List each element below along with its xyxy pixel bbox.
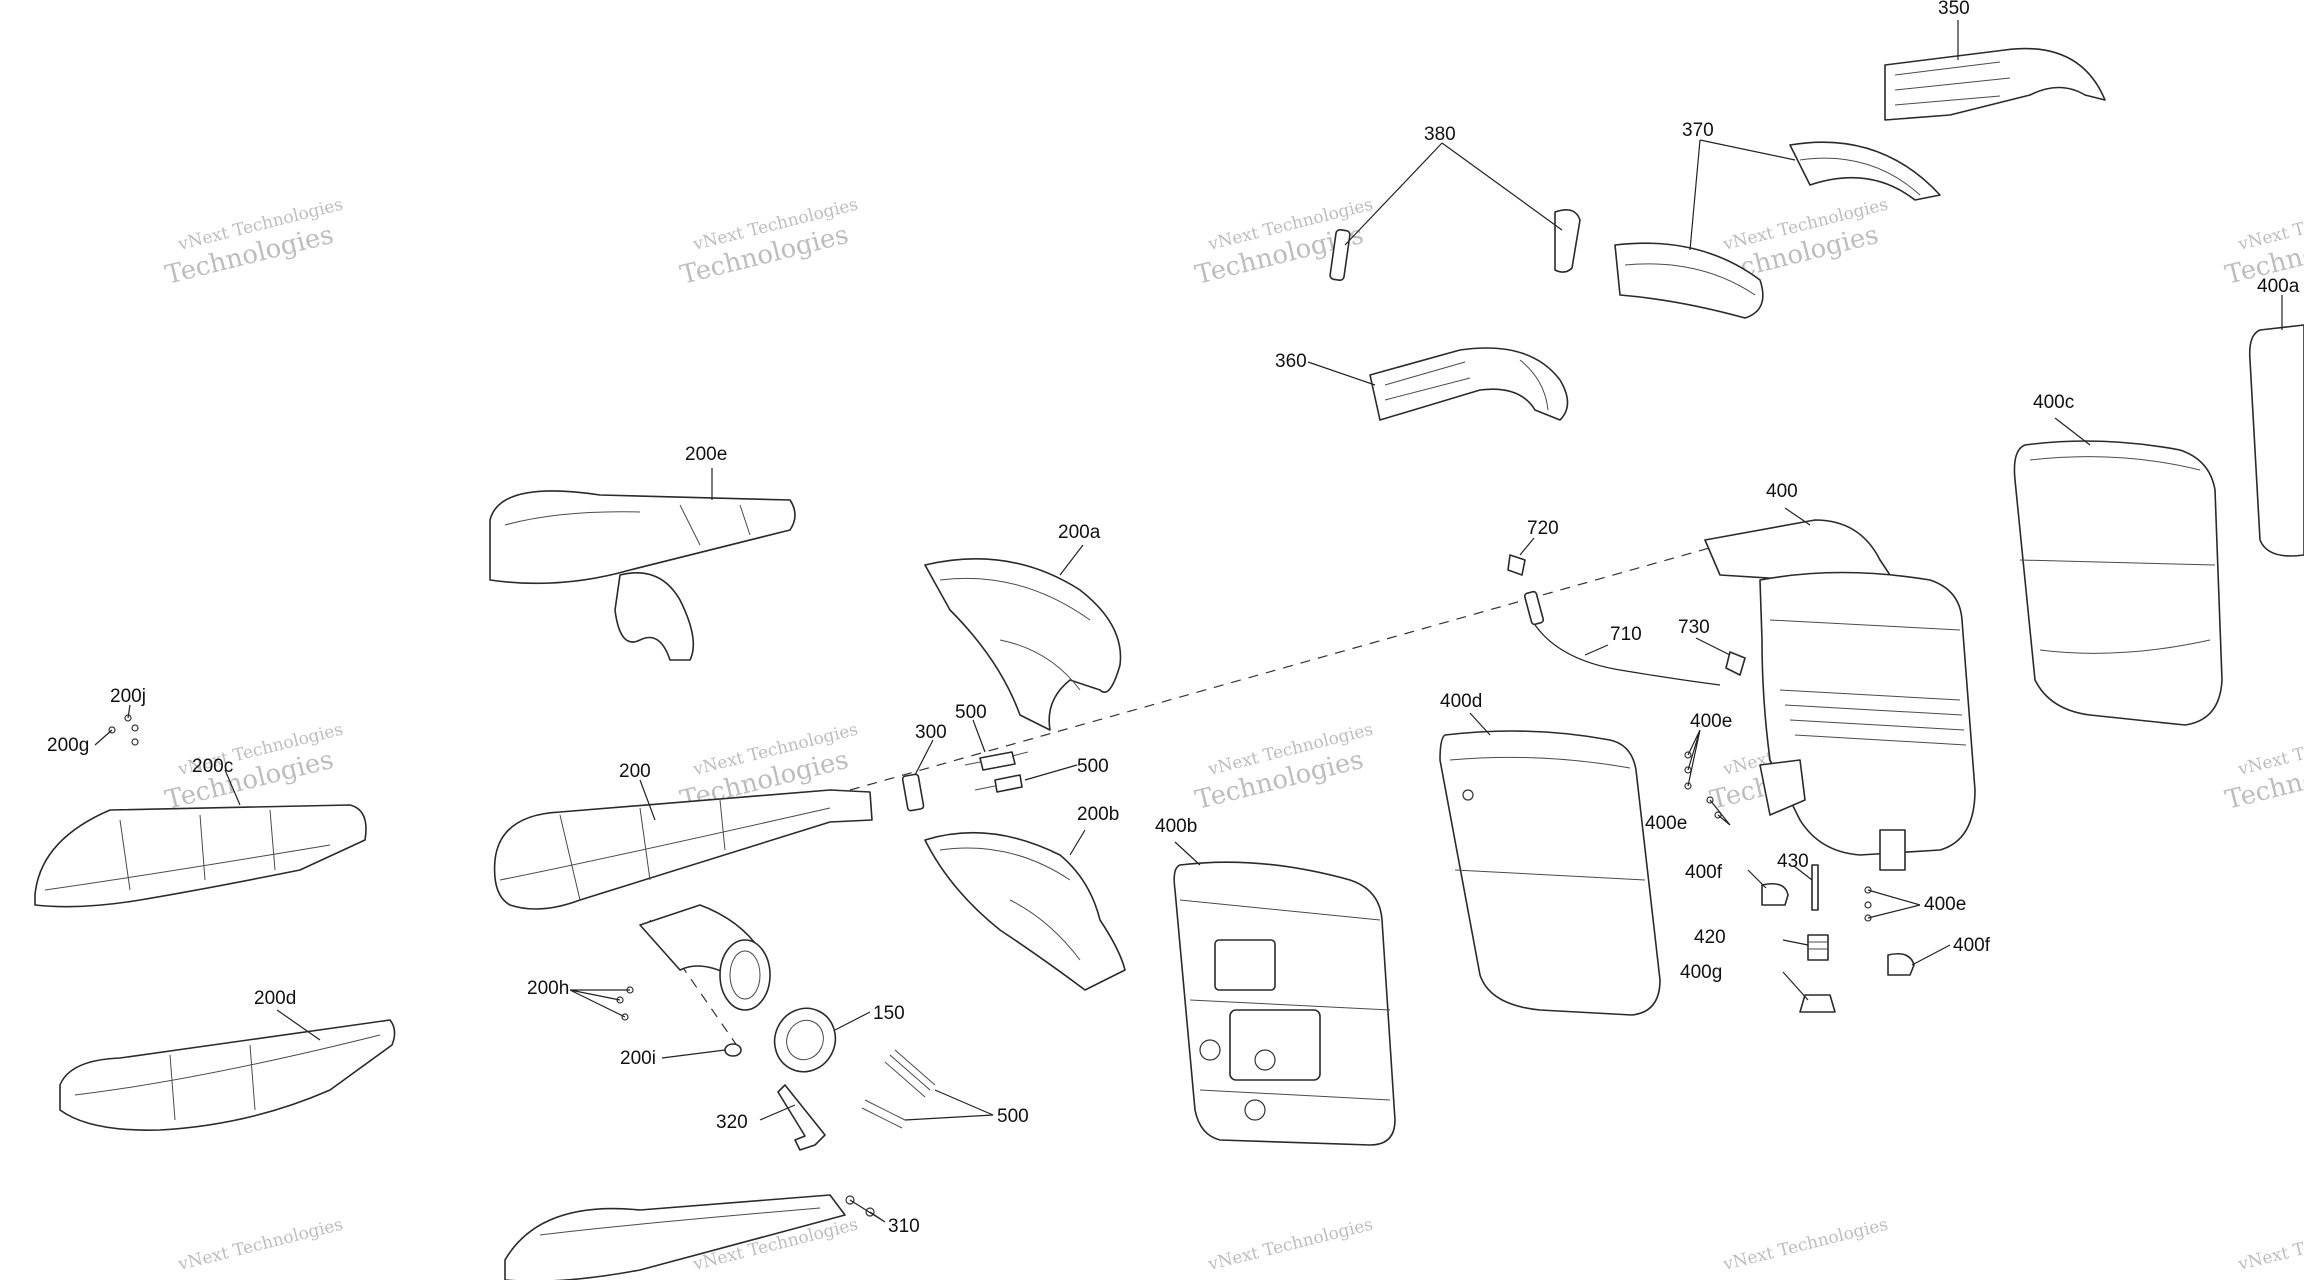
part-730-clip bbox=[1725, 651, 1746, 676]
part-400a-cover bbox=[2248, 324, 2304, 557]
part-320-bracket bbox=[777, 1084, 826, 1151]
part-200-exhaust-pipe bbox=[493, 789, 873, 1011]
watermark-text: vNext Technologies bbox=[2235, 1215, 2304, 1276]
callout-400f-right: 400f bbox=[1953, 935, 1991, 956]
part-200j-200g-screws bbox=[108, 714, 139, 746]
callout-400: 400 bbox=[1766, 481, 1798, 502]
callout-500-mid: 500 bbox=[1077, 756, 1109, 777]
part-200a-heat-shield bbox=[924, 558, 1122, 731]
callout-380: 380 bbox=[1424, 124, 1456, 145]
part-400g-bumper bbox=[1799, 994, 1836, 1013]
part-370-heat-shields bbox=[1614, 141, 1941, 319]
callout-320: 320 bbox=[716, 1112, 748, 1133]
part-200i-grommet bbox=[724, 1043, 742, 1057]
callout-400d: 400d bbox=[1440, 691, 1482, 712]
callout-400c: 400c bbox=[2033, 392, 2074, 413]
callout-300: 300 bbox=[915, 722, 947, 743]
part-360-pipe bbox=[1369, 347, 1569, 421]
callout-430: 430 bbox=[1777, 851, 1809, 872]
callout-200b: 200b bbox=[1077, 804, 1119, 825]
callout-350: 350 bbox=[1938, 0, 1970, 19]
part-400b-cover bbox=[1173, 861, 1396, 1146]
part-200e-heat-shield bbox=[489, 490, 796, 661]
part-200d-heat-shield bbox=[59, 1019, 396, 1131]
callout-200c: 200c bbox=[192, 756, 233, 777]
part-300-gasket bbox=[901, 773, 925, 812]
callout-400g: 400g bbox=[1680, 962, 1722, 983]
callout-370: 370 bbox=[1682, 120, 1714, 141]
callout-labels: 350 380 370 360 400a 400c 400 200e 200a … bbox=[47, 0, 2300, 1237]
callout-150: 150 bbox=[873, 1003, 905, 1024]
callout-200h: 200h bbox=[527, 978, 569, 999]
callout-200: 200 bbox=[619, 761, 651, 782]
part-350-heat-shield bbox=[1884, 47, 2106, 121]
watermark-text: vNext Technologies bbox=[175, 1215, 345, 1276]
watermark-text: vNext Technologies bbox=[1720, 1215, 1890, 1276]
callout-200j: 200j bbox=[110, 686, 146, 707]
part-500-springs-lower bbox=[861, 1049, 936, 1129]
callout-500-bottom: 500 bbox=[997, 1106, 1029, 1127]
part-bottom-pipe bbox=[504, 1194, 846, 1280]
callout-400f-left: 400f bbox=[1685, 862, 1723, 883]
part-380-clamps bbox=[1329, 209, 1581, 282]
callout-420: 420 bbox=[1694, 927, 1726, 948]
callout-200e: 200e bbox=[685, 444, 727, 465]
callout-400e-top: 400e bbox=[1690, 711, 1732, 732]
callout-200a: 200a bbox=[1058, 522, 1101, 543]
callout-500-top: 500 bbox=[955, 702, 987, 723]
callout-400e-left: 400e bbox=[1645, 813, 1687, 834]
callout-400a: 400a bbox=[2257, 276, 2300, 297]
callout-720: 720 bbox=[1527, 518, 1559, 539]
part-400c-cover bbox=[2013, 440, 2223, 726]
part-430-bolt bbox=[1811, 864, 1819, 911]
part-200b-heat-shield bbox=[924, 831, 1126, 991]
callout-360: 360 bbox=[1275, 351, 1307, 372]
part-710-sensor-cable bbox=[1523, 590, 1721, 686]
callout-400b: 400b bbox=[1155, 816, 1197, 837]
callout-730: 730 bbox=[1678, 617, 1710, 638]
callout-400e-right: 400e bbox=[1924, 894, 1966, 915]
watermark-text: vNext Technologies bbox=[1205, 1215, 1375, 1276]
part-150-ring bbox=[773, 1007, 837, 1073]
callout-200i: 200i bbox=[620, 1048, 656, 1069]
part-200c-heat-shield bbox=[34, 804, 367, 908]
part-400-muffler bbox=[1704, 519, 1976, 871]
part-400f-grommets bbox=[1761, 882, 1915, 976]
part-200h-screws bbox=[616, 986, 634, 1021]
part-400d-cover bbox=[1439, 730, 1661, 1016]
leader-lines bbox=[94, 20, 2283, 1223]
part-720-clip bbox=[1507, 554, 1526, 576]
part-500-springs-upper bbox=[964, 751, 1029, 793]
callout-310: 310 bbox=[888, 1216, 920, 1237]
part-420-spring bbox=[1807, 934, 1829, 961]
callout-710: 710 bbox=[1610, 624, 1642, 645]
callout-200g: 200g bbox=[47, 735, 89, 756]
callout-200d: 200d bbox=[254, 988, 296, 1009]
